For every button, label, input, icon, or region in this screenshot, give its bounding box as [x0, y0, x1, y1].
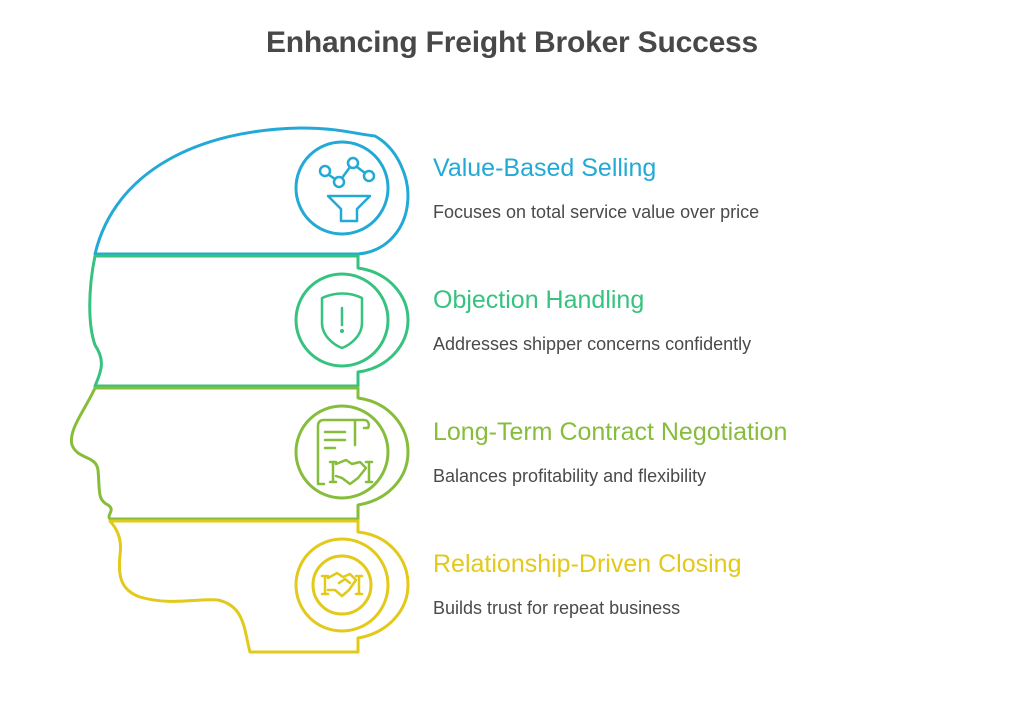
item-description: Focuses on total service value over pric… — [433, 202, 760, 222]
inner-icon-ring — [311, 554, 373, 616]
head-segment-contract-negotiation — [69, 386, 410, 521]
icon-ring — [294, 272, 390, 368]
icon-ring — [294, 537, 390, 633]
head-segment-relationship-closing — [108, 519, 410, 654]
item-heading: Long-Term Contract Negotiation — [433, 418, 788, 446]
icon-ring — [294, 140, 390, 236]
page-title: Enhancing Freight Broker Success — [265, 26, 759, 59]
icon-ring — [294, 404, 390, 500]
head-segment-value-based-selling — [93, 126, 410, 256]
shield-exclamation-icon — [320, 292, 364, 350]
item-description: Addresses shipper concerns confidently — [433, 334, 752, 354]
item-contract-negotiation: Long-Term Contract Negotiation Balances … — [433, 417, 787, 487]
item-description: Builds trust for repeat business — [433, 598, 681, 618]
item-description: Balances profitability and flexibility — [433, 466, 707, 486]
head-segment-objection-handling — [88, 254, 410, 388]
item-relationship-closing: Relationship-Driven Closing Builds trust… — [433, 549, 741, 619]
contract-handshake-icon — [316, 418, 374, 486]
item-heading: Value-Based Selling — [433, 154, 657, 182]
handshake-icon — [320, 571, 364, 598]
item-heading: Objection Handling — [433, 286, 645, 314]
item-heading: Relationship-Driven Closing — [433, 550, 742, 578]
value-chart-funnel-icon — [318, 156, 376, 223]
item-objection-handling: Objection Handling Addresses shipper con… — [433, 285, 751, 355]
item-value-based-selling: Value-Based Selling Focuses on total ser… — [433, 153, 759, 223]
